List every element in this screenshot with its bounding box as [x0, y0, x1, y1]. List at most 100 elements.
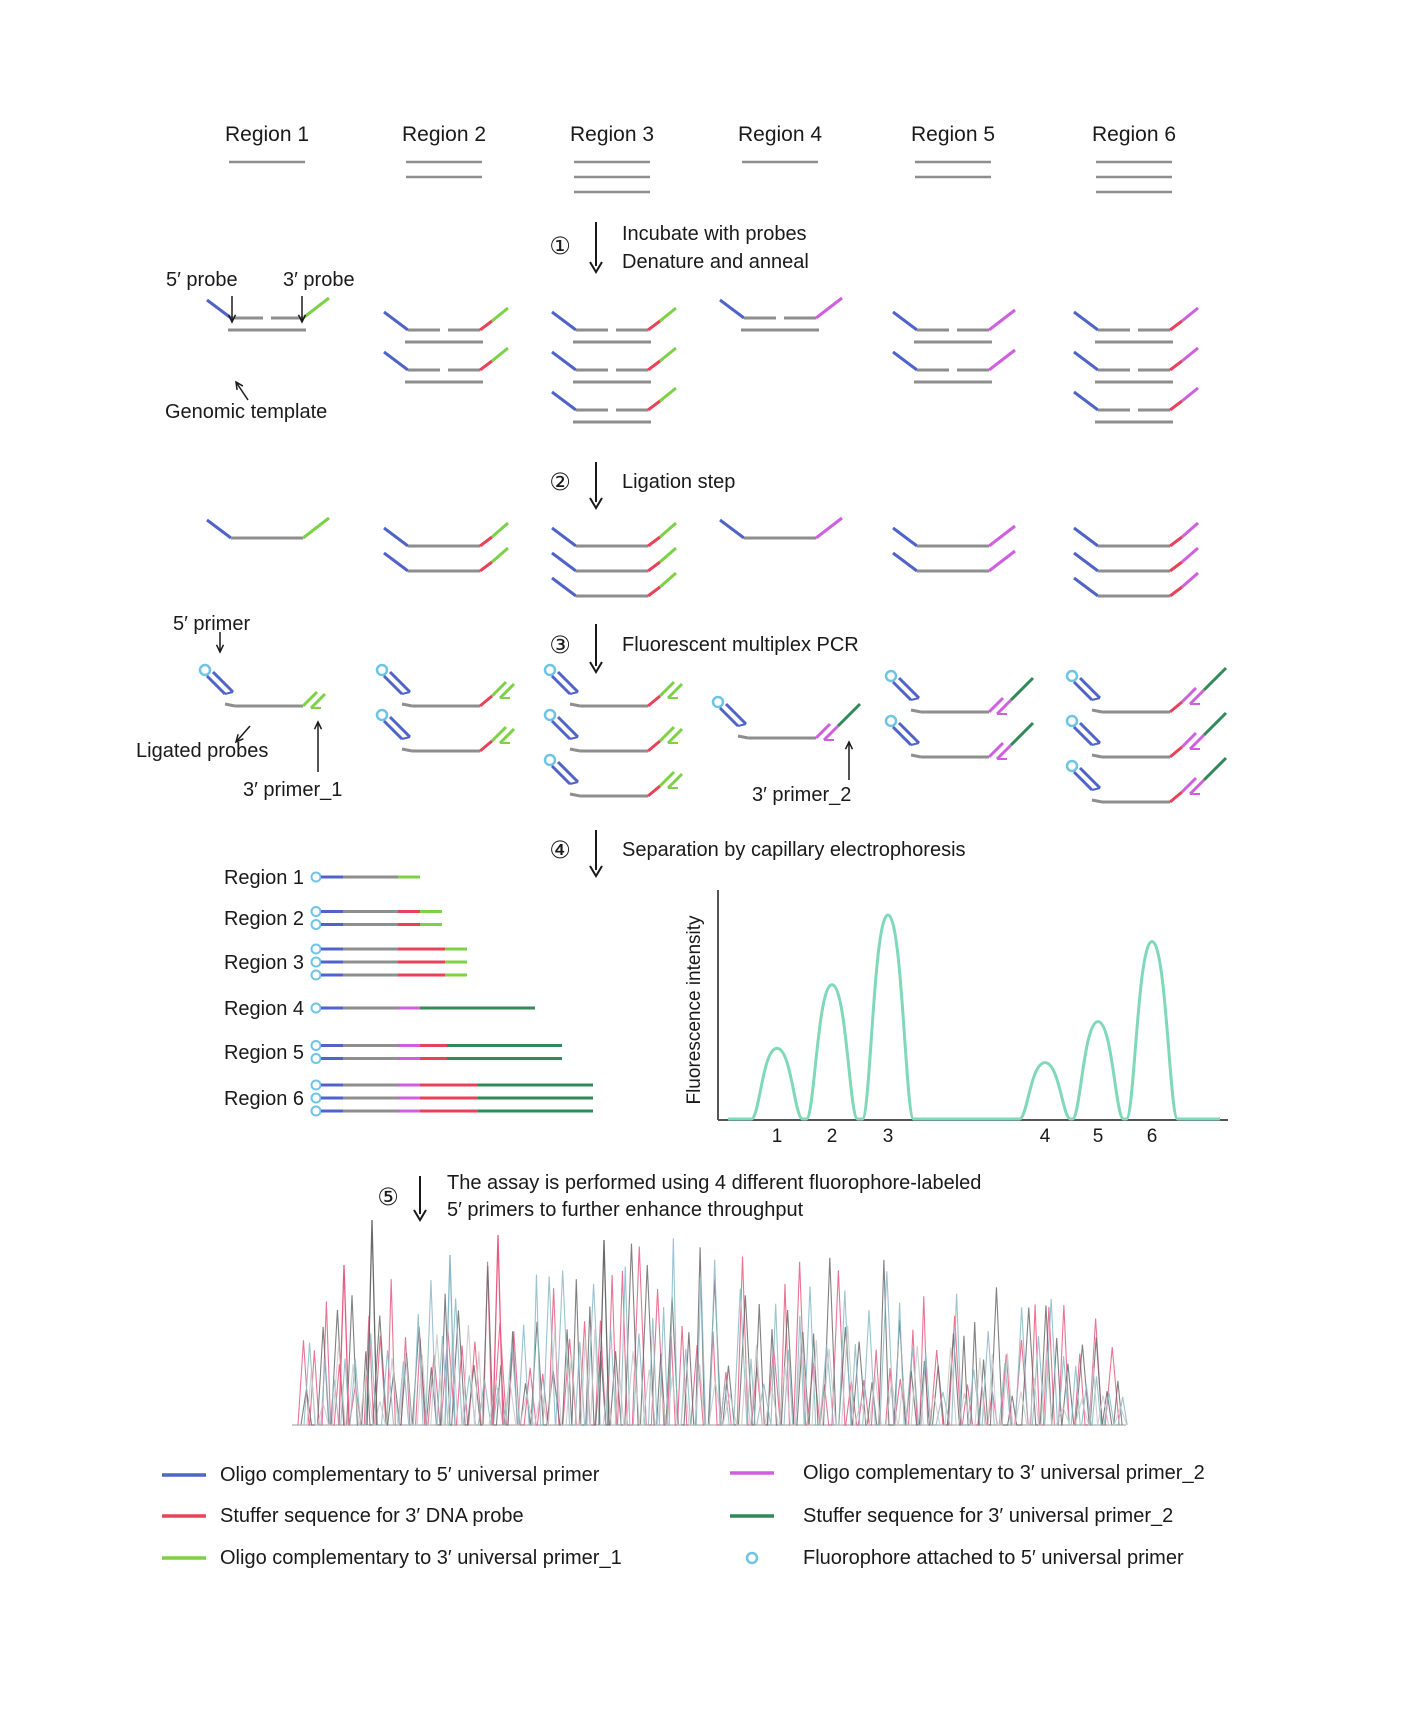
stuffer-segment [1169, 745, 1183, 759]
pcr-annotations: 5′ primer Ligated probes 3′ primer_1 3′ … [136, 613, 851, 806]
legend-label: Fluorophore attached to 5′ universal pri… [803, 1547, 1184, 1569]
primer-5-segment [1078, 676, 1102, 700]
fragment-label: Region 4 [224, 998, 304, 1020]
primer-5-segment [891, 680, 913, 702]
trace-peak [444, 1254, 456, 1426]
arrow-head [589, 661, 603, 674]
primer-5-segment [550, 719, 572, 741]
fluorophore-dot [198, 663, 212, 677]
oligo-5-segment [1073, 526, 1099, 548]
step-number: ③ [549, 632, 571, 659]
step-text: Separation by capillary electrophoresis [622, 839, 966, 861]
stuffer-segment [647, 560, 661, 573]
annotation-arrow [215, 632, 225, 654]
oligo-5-segment [383, 350, 409, 372]
stuffer-segment [1169, 399, 1183, 412]
oligo-5-segment [1073, 390, 1099, 412]
x-tick-label: 5 [1093, 1126, 1104, 1147]
oligo-5-segment [551, 390, 577, 412]
oligo-5-segment [719, 298, 745, 320]
arrow-head [234, 734, 244, 744]
primer-5-tick [737, 723, 747, 727]
arrow-head [313, 720, 323, 730]
arrow-head [227, 314, 237, 324]
primer-5-segment [1072, 680, 1094, 702]
arrow-head [235, 380, 244, 391]
step-arrow [413, 1176, 427, 1222]
fragment-label: Region 5 [224, 1042, 304, 1064]
oligo-3-segment [491, 546, 509, 564]
annotation-arrow [844, 740, 854, 780]
oligo-5-segment [383, 526, 409, 548]
stuffer-segment [479, 535, 493, 548]
oligo-5-segment [1073, 551, 1099, 573]
region-header: Region 6 [1092, 123, 1176, 146]
oligo-3-segment [988, 524, 1016, 548]
x-tick-label: 3 [883, 1126, 894, 1147]
step-4: ④ Separation by capillary electrophoresi… [549, 837, 965, 864]
step-text: Fluorescent multiplex PCR [622, 634, 859, 656]
oligo-3-segment [659, 346, 677, 363]
stuffer-primer2-segment [1009, 721, 1035, 747]
primer-3-segment [666, 772, 684, 790]
arrow-shaft [235, 381, 249, 401]
oligo-3-segment [988, 348, 1016, 372]
stuffer-segment [479, 560, 493, 573]
primer-5-segment [556, 760, 580, 784]
legend: Oligo complementary to 5′ universal prim… [220, 1462, 1205, 1569]
region-header: Region 1 [225, 123, 309, 146]
primer-5-segment [1078, 766, 1102, 790]
step-arrow [589, 624, 603, 674]
primer-3-segment [1188, 778, 1206, 796]
x-tick-label: 4 [1040, 1126, 1051, 1147]
step-text: Incubate with probes [622, 223, 807, 245]
oligo-5-segment [892, 526, 918, 548]
primer-5-tick [1091, 697, 1101, 701]
primer-3-segment [1188, 688, 1206, 706]
arrow-head [589, 865, 603, 878]
primer-3-segment [1188, 733, 1206, 751]
trace-peak [366, 1219, 378, 1426]
primer-5-segment [388, 670, 412, 694]
spacer [910, 708, 922, 714]
primer-3-segment [309, 692, 327, 710]
primer-5-tick [401, 691, 411, 695]
spacer [569, 747, 581, 753]
fluorophore-dot [1065, 669, 1079, 683]
primer-5-tick [910, 697, 920, 701]
oligo-3-segment [301, 690, 319, 708]
legend-label: Oligo complementary to 3′ universal prim… [803, 1462, 1205, 1484]
primer-5-segment [382, 719, 404, 741]
annotation-arrow [313, 720, 323, 772]
legend-swatch-dot [745, 1551, 759, 1565]
stuffer-primer2-segment [1202, 666, 1228, 692]
oligo-3-segment [1181, 306, 1199, 323]
primer-5-segment [388, 715, 412, 739]
oligo-3-segment [302, 296, 330, 320]
spacer [1091, 798, 1103, 804]
oligo-3-segment [1180, 686, 1198, 704]
stuffer-segment [647, 585, 661, 598]
primer-5-segment [724, 702, 748, 726]
template-lines [229, 160, 1172, 194]
fluorophore-dot [310, 919, 322, 930]
step-text: The assay is performed using 4 different… [447, 1172, 981, 1194]
primer-5-segment [550, 674, 572, 696]
legend-swatches [162, 1471, 774, 1565]
arrow-head [589, 261, 603, 274]
primer-5-segment [897, 676, 921, 700]
oligo-5-segment [892, 310, 918, 332]
step-2: ② Ligation step [549, 469, 735, 496]
oligo-5-segment [383, 310, 409, 332]
primer-5-segment [556, 670, 580, 694]
annotation-arrow [297, 296, 307, 324]
stuffer-segment [647, 784, 661, 798]
primer-5-segment [897, 721, 921, 745]
spacer [1091, 708, 1103, 714]
stuffer-segment [647, 535, 661, 548]
stuffer-segment [647, 739, 661, 753]
stuffer-segment [647, 319, 661, 332]
oligo-3-segment [987, 741, 1005, 759]
fluorophore-dot [310, 1053, 322, 1064]
